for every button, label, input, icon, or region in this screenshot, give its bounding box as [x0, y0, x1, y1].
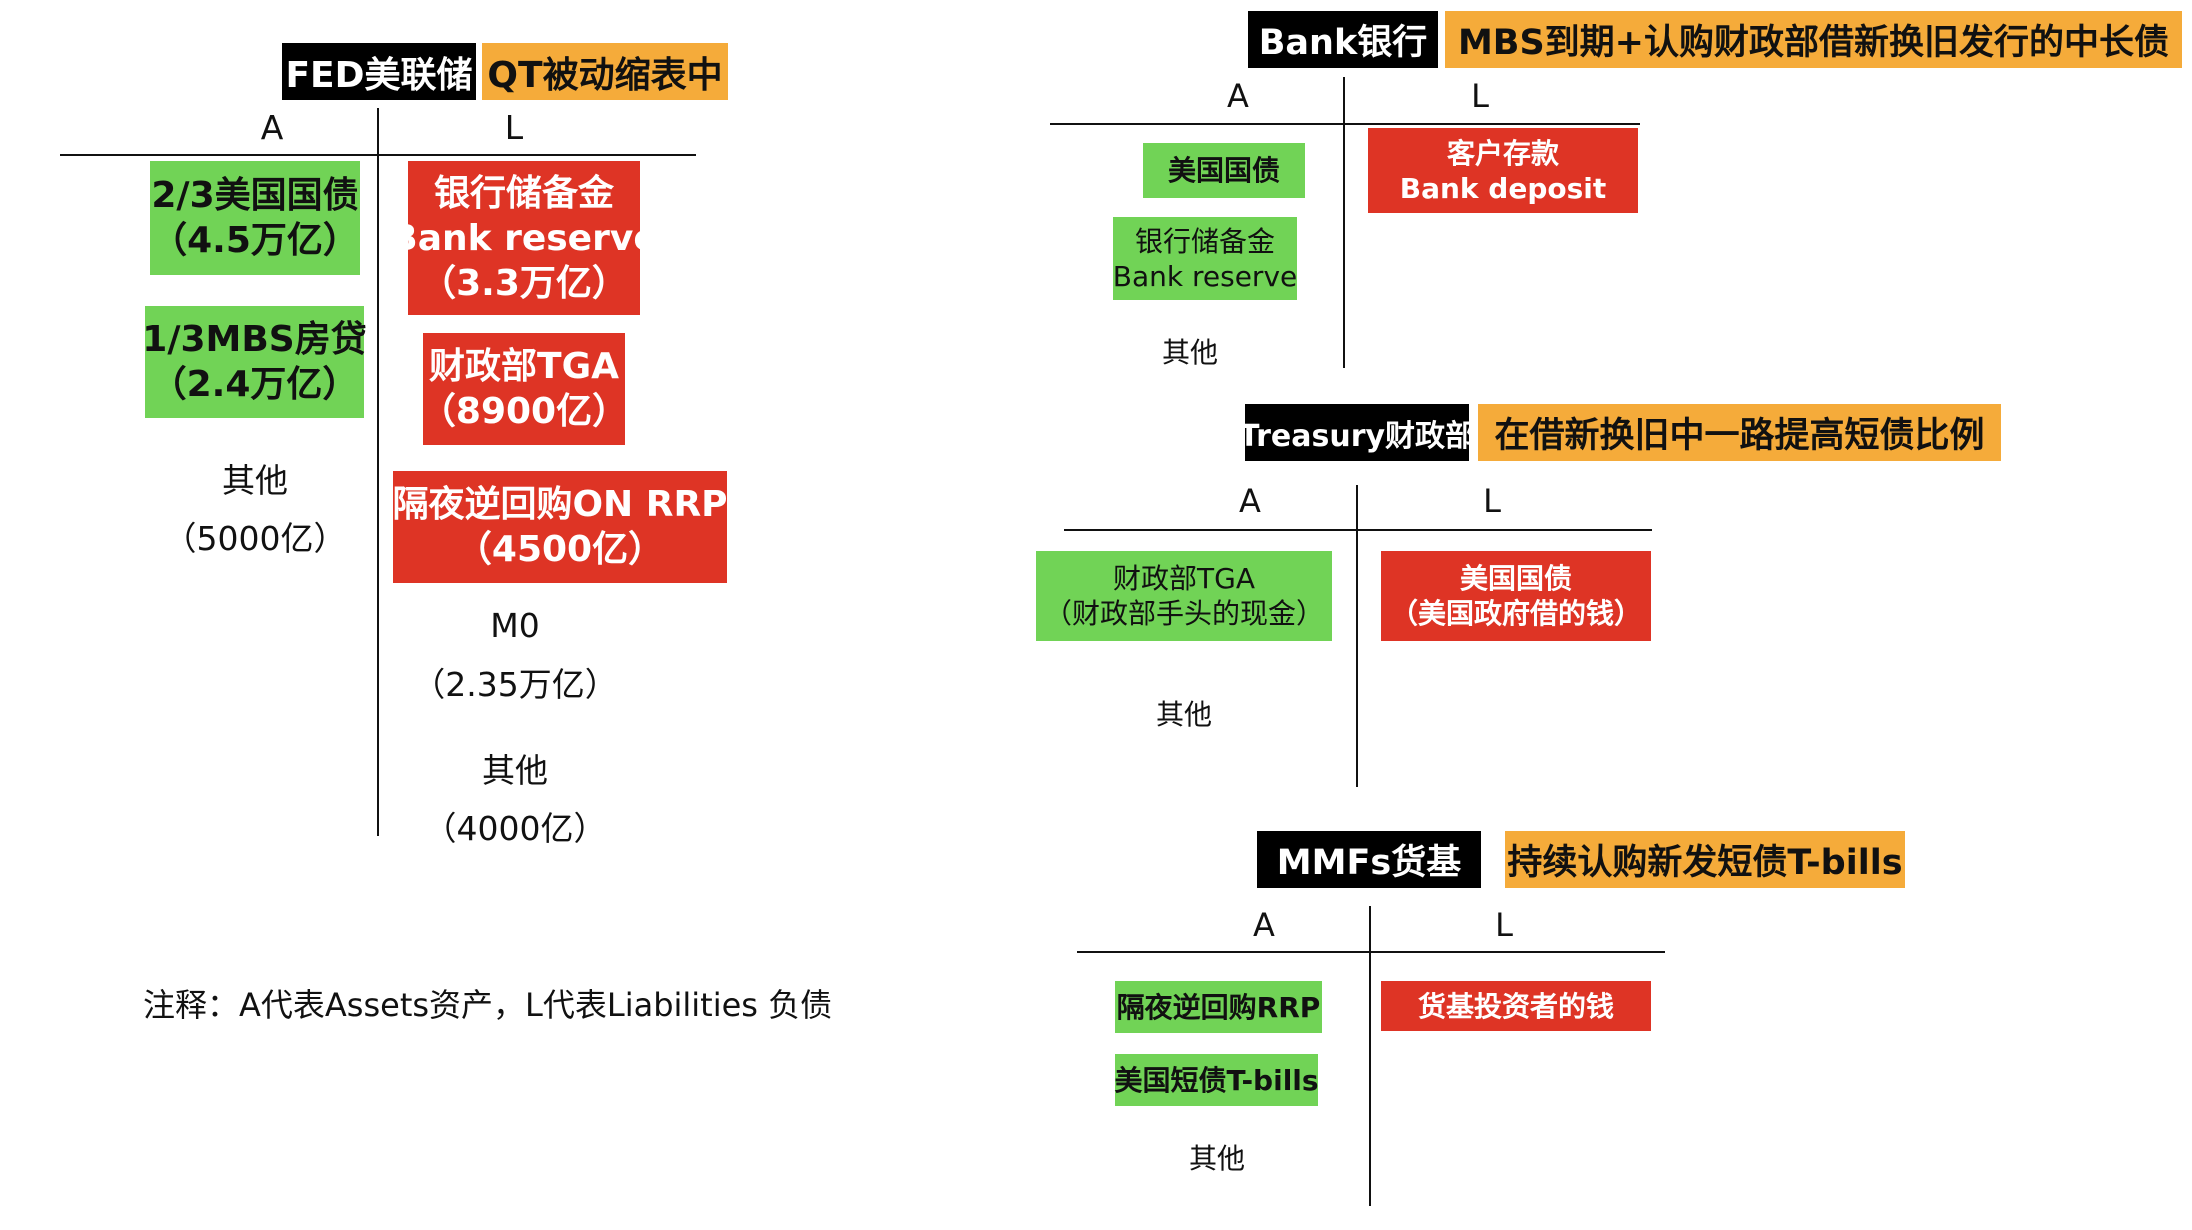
fed-title: FED美联储: [282, 43, 476, 100]
mmfs-asset-tbills-label: 美国短债T-bills: [1114, 1063, 1319, 1097]
bank-asset-other: 其他: [1140, 331, 1240, 371]
bank-asset-bank-reserve-label-en: Bank reserve: [1112, 259, 1298, 293]
treasury-liability-treasuries-desc: （美国政府借的钱）: [1389, 597, 1642, 630]
treasury-asset-tga-desc: （财政部手头的现金）: [1043, 597, 1324, 630]
treasury-liability-treasuries: 美国国债 （美国政府借的钱）: [1381, 551, 1651, 641]
fed-asset-other: 其他 （5000亿）: [150, 452, 360, 568]
fed-note: QT被动缩表中: [482, 43, 728, 100]
fed-liability-bank-reserve-amount: （3.3万亿）: [420, 262, 628, 304]
fed-asset-treasuries: 2/3美国国债 （4.5万亿）: [150, 161, 360, 275]
fed-asset-mbs-amount: （2.4万亿）: [150, 364, 359, 405]
bank-asset-bank-reserve: 银行储备金 Bank reserve: [1113, 217, 1297, 300]
bank-asset-treasuries-label: 美国国债: [1167, 154, 1280, 187]
treasury-col-a-header: A: [1239, 482, 1261, 520]
mmfs-col-l-header: L: [1495, 906, 1513, 944]
bank-note: MBS到期+认购财政部借新换旧发行的中长债: [1445, 11, 2182, 68]
fed-asset-treasuries-amount: （4.5万亿）: [151, 220, 359, 261]
fed-asset-mbs: 1/3MBS房贷 （2.4万亿）: [142, 306, 367, 418]
fed-liability-bank-reserve-label-cn: 银行储备金: [433, 172, 614, 214]
fed-asset-other-label: 其他: [222, 461, 288, 500]
fed-liability-tga: 财政部TGA （8900亿）: [419, 333, 629, 445]
fed-col-a-header: A: [260, 108, 284, 147]
fed-liability-tga-amount: （8900亿）: [419, 391, 629, 432]
mmfs-asset-rrp-label: 隔夜逆回购RRP: [1116, 990, 1321, 1024]
bank-asset-treasuries: 美国国债: [1143, 143, 1305, 198]
mmfs-liability-investor-money-label: 货基投资者的钱: [1417, 989, 1614, 1023]
fed-liability-other: 其他 （4000亿）: [410, 742, 620, 858]
mmfs-title: MMFs货基: [1257, 831, 1481, 888]
treasury-t-account-vline: [1356, 485, 1358, 787]
treasury-asset-other: 其他: [1134, 693, 1234, 733]
bank-col-l-header: L: [1471, 77, 1489, 115]
mmfs-asset-rrp: 隔夜逆回购RRP: [1115, 981, 1322, 1033]
fed-liability-other-label: 其他: [482, 751, 548, 790]
treasury-col-l-header: L: [1483, 482, 1501, 520]
fed-liability-m0-amount: （2.35万亿）: [412, 665, 618, 705]
mmfs-asset-other: 其他: [1167, 1137, 1267, 1177]
mmfs-t-account-vline: [1369, 906, 1371, 1206]
mmfs-asset-tbills: 美国短债T-bills: [1114, 1054, 1319, 1106]
bank-col-a-header: A: [1227, 77, 1249, 115]
bank-liability-deposit-label-en: Bank deposit: [1399, 171, 1607, 205]
fed-liability-bank-reserve: 银行储备金 Bank reserve （3.3万亿）: [390, 161, 658, 315]
mmfs-note: 持续认购新发短债T-bills: [1505, 831, 1905, 888]
mmfs-asset-other-label: 其他: [1188, 1142, 1245, 1175]
bank-liability-deposit: 客户存款 Bank deposit: [1368, 128, 1638, 213]
fed-liability-bank-reserve-label-en: Bank reserve: [390, 217, 658, 259]
fed-asset-mbs-label: 1/3MBS房贷: [142, 319, 367, 360]
fed-liability-on-rrp-label: 隔夜逆回购ON RRP: [392, 484, 728, 525]
mmfs-col-a-header: A: [1253, 906, 1275, 944]
bank-asset-other-label: 其他: [1161, 336, 1218, 369]
mmfs-t-account-hline: [1077, 951, 1665, 953]
fed-liability-tga-label: 财政部TGA: [429, 346, 619, 387]
bank-liability-deposit-label-cn: 客户存款: [1446, 136, 1559, 170]
treasury-asset-tga-label: 财政部TGA: [1113, 562, 1255, 595]
treasury-liability-treasuries-label: 美国国债: [1459, 562, 1572, 595]
treasury-asset-other-label: 其他: [1155, 698, 1212, 731]
footnote: 注释：A代表Assets资产，L代表Liabilities 负债: [143, 986, 833, 1024]
treasury-t-account-hline: [1064, 529, 1652, 531]
fed-asset-other-amount: （5000亿）: [163, 518, 347, 558]
fed-liability-on-rrp: 隔夜逆回购ON RRP （4500亿）: [392, 471, 728, 583]
treasury-asset-tga: 财政部TGA （财政部手头的现金）: [1036, 551, 1332, 641]
bank-t-account-hline: [1050, 123, 1640, 125]
fed-liability-on-rrp-amount: （4500亿）: [455, 529, 665, 570]
fed-col-l-header: L: [504, 108, 524, 147]
bank-title: Bank银行: [1248, 11, 1438, 68]
treasury-note: 在借新换旧中一路提高短债比例: [1478, 404, 2001, 461]
fed-liability-other-amount: （4000亿）: [423, 808, 607, 848]
fed-liability-m0: M0 （2.35万亿）: [410, 596, 620, 715]
fed-asset-treasuries-label: 2/3美国国债: [151, 175, 359, 216]
bank-t-account-vline: [1343, 77, 1345, 368]
treasury-title: Treasury财政部: [1239, 404, 1475, 461]
fed-liability-m0-label: M0: [490, 606, 540, 645]
mmfs-liability-investor-money: 货基投资者的钱: [1381, 981, 1651, 1031]
bank-asset-bank-reserve-label-cn: 银行储备金: [1134, 224, 1275, 258]
fed-t-account-vline: [377, 108, 379, 836]
